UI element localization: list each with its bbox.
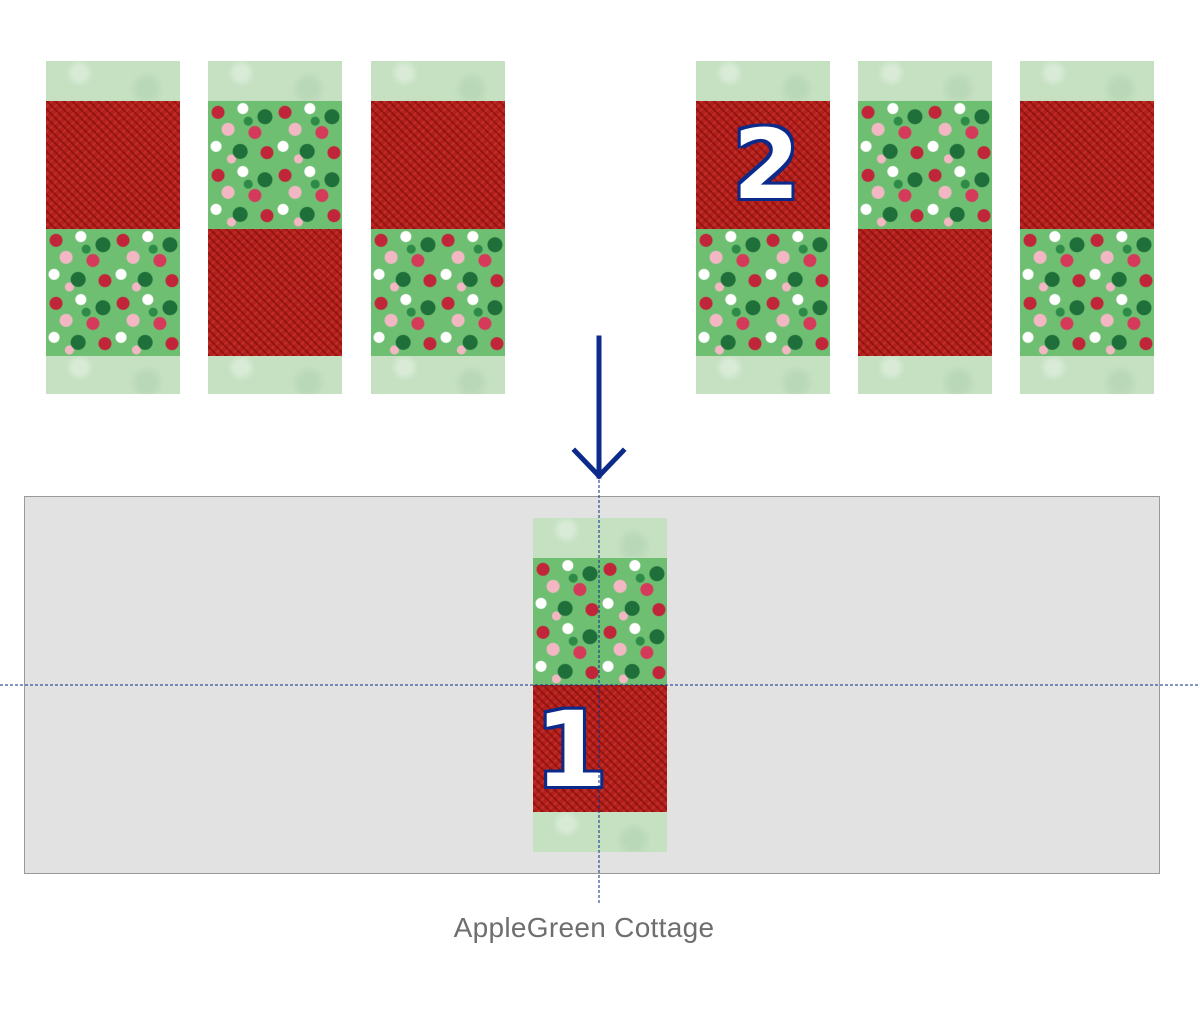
ornament-block: [208, 101, 342, 229]
strip-6: [1020, 61, 1154, 394]
ornament-block: [858, 101, 992, 229]
ornament-block: [533, 558, 667, 685]
ornament-block: [1020, 229, 1154, 356]
ornament-block: [371, 229, 505, 356]
houndstooth-block: [533, 685, 667, 812]
watermark-text: AppleGreen Cottage: [453, 912, 715, 943]
houndstooth-block: [858, 229, 992, 356]
step-number-2: 2: [733, 109, 800, 221]
strip-1: [46, 61, 180, 394]
strip-3: [371, 61, 505, 394]
ornament-block: [696, 229, 830, 356]
center-strip: 1: [533, 518, 667, 852]
strip-end: [533, 812, 667, 852]
strip-end: [371, 61, 505, 101]
strip-end: [371, 356, 505, 394]
strip-end: [46, 61, 180, 101]
strip-5: [858, 61, 992, 394]
strip-end: [858, 356, 992, 394]
strip-end: [533, 518, 667, 558]
houndstooth-block: [1020, 101, 1154, 229]
strip-end: [696, 356, 830, 394]
ornament-block: [46, 229, 180, 356]
houndstooth-block: [46, 101, 180, 229]
strip-end: [208, 61, 342, 101]
arrow-down-icon: [571, 335, 627, 480]
houndstooth-block: [371, 101, 505, 229]
strip-end: [46, 356, 180, 394]
strip-end: [1020, 61, 1154, 101]
step-number-1: 1: [535, 689, 608, 811]
strip-4: 2: [696, 61, 830, 394]
strip-end: [696, 61, 830, 101]
houndstooth-block: [208, 229, 342, 356]
houndstooth-block: [696, 101, 830, 229]
strip-end: [858, 61, 992, 101]
strip-end: [1020, 356, 1154, 394]
strip-end: [208, 356, 342, 394]
strip-2: [208, 61, 342, 394]
